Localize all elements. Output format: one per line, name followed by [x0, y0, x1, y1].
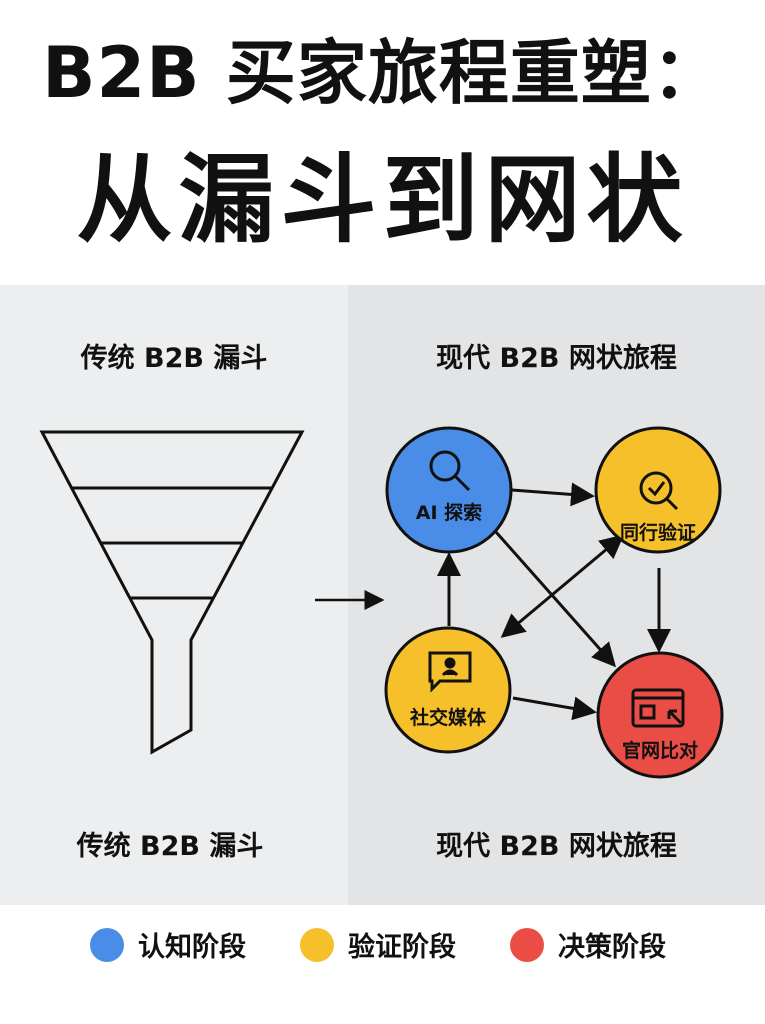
node-peer-validation	[594, 426, 722, 554]
node-label-ai-explore: AI 探索	[415, 502, 483, 524]
legend-dot-red	[510, 927, 544, 962]
legend-decision: 决策阶段	[510, 925, 666, 964]
legend-dot-blue	[90, 927, 124, 962]
legend-label: 认知阶段	[138, 932, 246, 963]
title-line-2: 从漏斗到网状	[76, 144, 689, 256]
chat-user-icon	[428, 651, 472, 693]
legend-awareness: 认知阶段	[90, 925, 246, 964]
node-ai-explore	[385, 426, 513, 554]
legend-dot-yellow	[300, 927, 334, 962]
node-social-media	[384, 626, 512, 754]
legend-validation: 验证阶段	[300, 925, 456, 964]
funnel-icon	[39, 430, 305, 755]
legend-label: 决策阶段	[558, 932, 666, 963]
left-panel-heading: 传统 B2B 漏斗	[80, 343, 268, 374]
arrow-ai-to-website	[494, 531, 616, 668]
traditional-funnel-panel	[0, 285, 348, 905]
node-label-social-media: 社交媒体	[409, 707, 486, 729]
title-line-1: B2B 买家旅程重塑：	[42, 32, 723, 114]
browser-cursor-icon	[631, 688, 685, 728]
search-icon	[429, 450, 471, 492]
right-panel-heading: 现代 B2B 网状旅程	[436, 343, 677, 374]
node-label-peer-validation: 同行验证	[619, 522, 696, 544]
arrow-peer-social	[500, 534, 625, 638]
arrow-social-to-website	[512, 696, 597, 721]
arrow-ai-to-peer	[511, 482, 595, 507]
left-panel-caption: 传统 B2B 漏斗	[76, 831, 264, 862]
node-website-compare	[596, 651, 724, 779]
node-label-website-compare: 官网比对	[621, 740, 698, 762]
legend-label: 验证阶段	[348, 932, 456, 963]
right-panel-caption: 现代 B2B 网状旅程	[436, 831, 677, 862]
search-check-icon	[639, 471, 679, 511]
